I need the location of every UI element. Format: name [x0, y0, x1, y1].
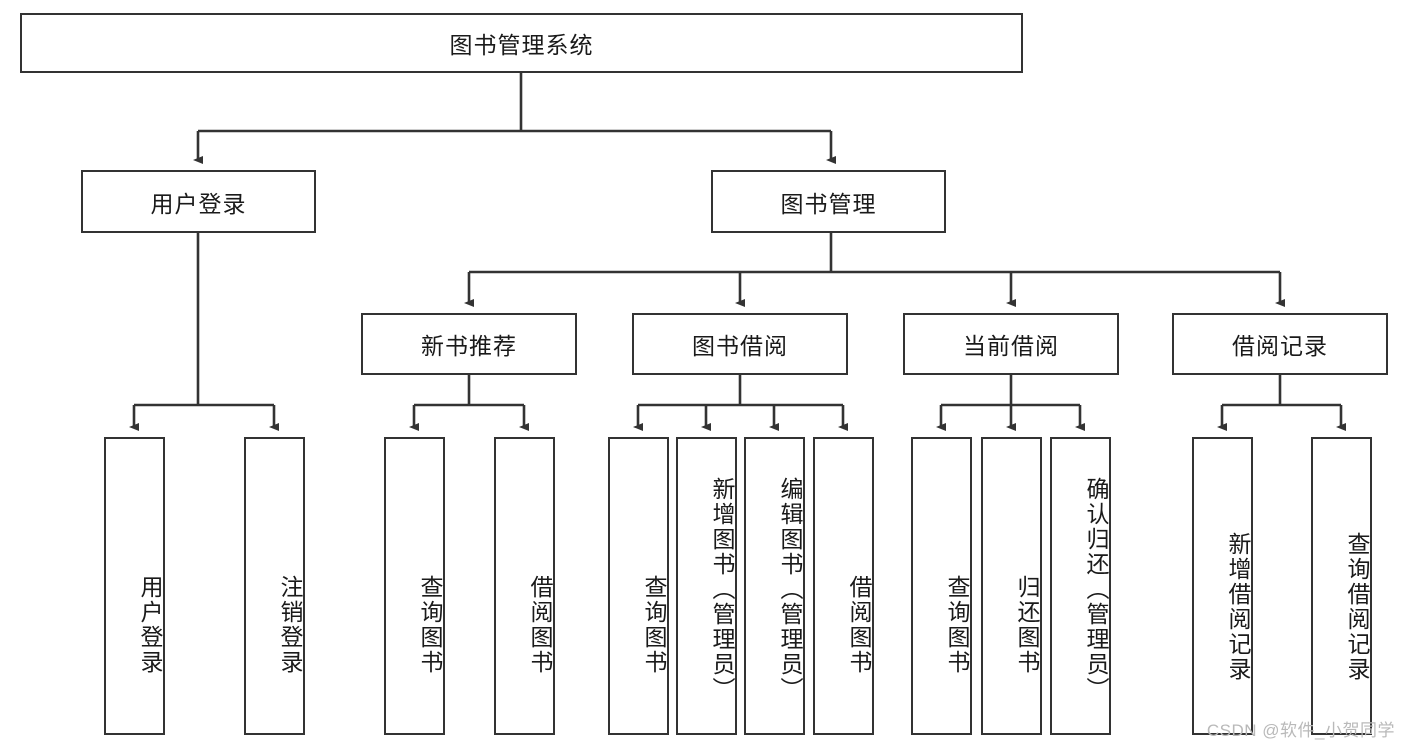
leaf-book-borrow-add[interactable]: 新增图书（管理员） — [676, 437, 737, 735]
node-current-borrow-label: 当前借阅 — [963, 333, 1059, 359]
leaf-current-borrow-return[interactable]: 归还图书 — [981, 437, 1042, 735]
node-book-management-label: 图书管理 — [780, 190, 877, 217]
leaf-current-borrow-confirm[interactable]: 确认归还（管理员） — [1050, 437, 1111, 735]
leaf-new-book-borrow[interactable]: 借阅图书 — [494, 437, 555, 735]
leaf-user-login-login[interactable]: 用户登录 — [104, 437, 165, 735]
leaf-user-login-logout[interactable]: 注销登录 — [244, 437, 305, 735]
leaf-current-borrow-confirm-label: 确认归还（管理员） — [1083, 476, 1109, 702]
leaf-borrow-record-query[interactable]: 查询借阅记录 — [1311, 437, 1372, 735]
leaf-book-borrow-edit-label: 编辑图书（管理员） — [777, 476, 803, 702]
leaf-new-book-query-label: 查询图书 — [417, 575, 443, 675]
leaf-user-login-login-label: 用户登录 — [137, 575, 163, 675]
leaf-book-borrow-query[interactable]: 查询图书 — [608, 437, 669, 735]
leaf-current-borrow-query[interactable]: 查询图书 — [911, 437, 972, 735]
node-book-borrow[interactable]: 图书借阅 — [632, 313, 848, 375]
node-root[interactable]: 图书管理系统 — [20, 13, 1023, 73]
csdn-watermark: CSDN @软件_小贺同学 — [1206, 721, 1395, 740]
node-new-book-recommend[interactable]: 新书推荐 — [361, 313, 577, 375]
leaf-borrow-record-add[interactable]: 新增借阅记录 — [1192, 437, 1253, 735]
leaf-book-borrow-query-label: 查询图书 — [641, 575, 667, 675]
leaf-new-book-borrow-label: 借阅图书 — [527, 575, 553, 675]
leaf-user-login-logout-label: 注销登录 — [277, 575, 303, 675]
node-root-label: 图书管理系统 — [449, 32, 594, 58]
leaf-current-borrow-return-label: 归还图书 — [1014, 575, 1040, 675]
node-borrow-record-label: 借阅记录 — [1232, 333, 1328, 359]
leaf-book-borrow-borrow[interactable]: 借阅图书 — [813, 437, 874, 735]
node-book-management[interactable]: 图书管理 — [711, 170, 946, 233]
leaf-borrow-record-query-label: 查询借阅记录 — [1344, 532, 1370, 682]
node-borrow-record[interactable]: 借阅记录 — [1172, 313, 1388, 375]
node-new-book-recommend-label: 新书推荐 — [421, 333, 517, 359]
leaf-borrow-record-add-label: 新增借阅记录 — [1225, 532, 1251, 682]
leaf-current-borrow-query-label: 查询图书 — [944, 575, 970, 675]
node-user-login[interactable]: 用户登录 — [81, 170, 316, 233]
leaf-book-borrow-edit[interactable]: 编辑图书（管理员） — [744, 437, 805, 735]
node-user-login-label: 用户登录 — [150, 190, 247, 217]
leaf-new-book-query[interactable]: 查询图书 — [384, 437, 445, 735]
leaf-book-borrow-borrow-label: 借阅图书 — [846, 575, 872, 675]
node-current-borrow[interactable]: 当前借阅 — [903, 313, 1119, 375]
leaf-book-borrow-add-label: 新增图书（管理员） — [709, 476, 735, 702]
node-book-borrow-label: 图书借阅 — [692, 333, 788, 359]
